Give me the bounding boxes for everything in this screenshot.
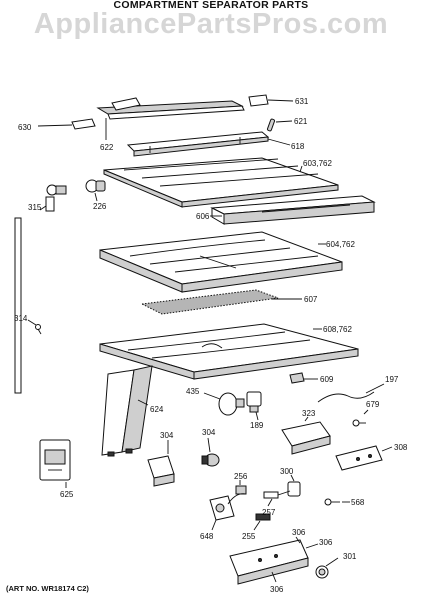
- callout-625: 625: [60, 490, 74, 499]
- watermark-text: AppliancePartsPros.com: [33, 8, 389, 40]
- callout-630: 630: [18, 123, 32, 132]
- part-314-screw[interactable]: [35, 324, 42, 335]
- part-608-bottom-pan[interactable]: [99, 323, 359, 380]
- part-625-control-housing[interactable]: [39, 439, 71, 481]
- callout-306-b: 306: [319, 538, 333, 547]
- part-315-hinge[interactable]: [45, 184, 67, 212]
- callout-568: 568: [351, 498, 365, 507]
- callout-606: 606: [196, 212, 210, 221]
- callout-256: 256: [234, 472, 248, 481]
- callout-197: 197: [385, 375, 399, 384]
- part-304-switch-box[interactable]: [147, 455, 175, 487]
- callout-301: 301: [343, 552, 357, 561]
- part-568-screw[interactable]: [324, 498, 340, 506]
- callout-603-762: 603,762: [303, 159, 332, 168]
- part-624-panel[interactable]: [101, 365, 153, 457]
- callout-304-b: 304: [202, 428, 216, 437]
- part-197-wire[interactable]: [317, 391, 375, 403]
- callout-604-762: 604,762: [326, 240, 355, 249]
- part-304-knob[interactable]: [201, 453, 220, 467]
- part-631[interactable]: [248, 94, 269, 107]
- part-648-thermostat[interactable]: [209, 493, 247, 521]
- part-rod: [14, 217, 22, 394]
- part-679-screw[interactable]: [352, 419, 366, 427]
- callout-622: 622: [100, 143, 114, 152]
- callout-607: 607: [304, 295, 318, 304]
- part-323-housing[interactable]: [281, 421, 331, 455]
- part-306-bottom-bracket[interactable]: [229, 539, 309, 585]
- callout-609: 609: [320, 375, 334, 384]
- callout-306-a: 306: [292, 528, 306, 537]
- callout-314: 314: [14, 314, 28, 323]
- callout-679: 679: [366, 400, 380, 409]
- callout-624: 624: [150, 405, 164, 414]
- callout-304-a: 304: [160, 431, 174, 440]
- callout-631: 631: [295, 97, 309, 106]
- callout-608-762: 608,762: [323, 325, 352, 334]
- part-607-mat[interactable]: [140, 289, 279, 315]
- callout-618: 618: [291, 142, 305, 151]
- part-603-shelf[interactable]: [103, 157, 339, 208]
- part-606-front-bar[interactable]: [210, 195, 376, 225]
- callout-323: 323: [302, 409, 316, 418]
- diagram-title: COMPARTMENT SEPARATOR PARTS: [113, 0, 309, 11]
- part-308-bracket[interactable]: [335, 445, 383, 471]
- callout-621: 621: [294, 117, 308, 126]
- part-255-clip[interactable]: [255, 513, 271, 521]
- callout-308: 308: [394, 443, 408, 452]
- part-604-pan[interactable]: [99, 231, 343, 293]
- part-301-plug[interactable]: [315, 565, 329, 579]
- callout-648: 648: [200, 532, 214, 541]
- part-226-cap[interactable]: [85, 179, 106, 193]
- callout-255: 255: [242, 532, 256, 541]
- part-622-top-trim[interactable]: [96, 97, 245, 120]
- callout-315: 315: [28, 203, 42, 212]
- part-256-connector[interactable]: [235, 485, 247, 495]
- callout-435: 435: [186, 387, 200, 396]
- callout-300: 300: [280, 467, 294, 476]
- part-621-clip[interactable]: [266, 118, 276, 132]
- callout-257: 257: [262, 508, 276, 517]
- callout-189: 189: [250, 421, 264, 430]
- part-189-socket[interactable]: [246, 391, 262, 413]
- callout-226: 226: [93, 202, 107, 211]
- part-435-bulb[interactable]: [218, 392, 245, 416]
- callout-306-c: 306: [270, 585, 284, 594]
- part-630[interactable]: [71, 118, 96, 130]
- part-618-rail[interactable]: [126, 131, 270, 157]
- art-number: (ART NO. WR18174 C2): [6, 584, 89, 593]
- part-257-terminal[interactable]: [263, 490, 291, 499]
- part-300-switch[interactable]: [287, 481, 301, 497]
- part-609-clip[interactable]: [289, 372, 305, 384]
